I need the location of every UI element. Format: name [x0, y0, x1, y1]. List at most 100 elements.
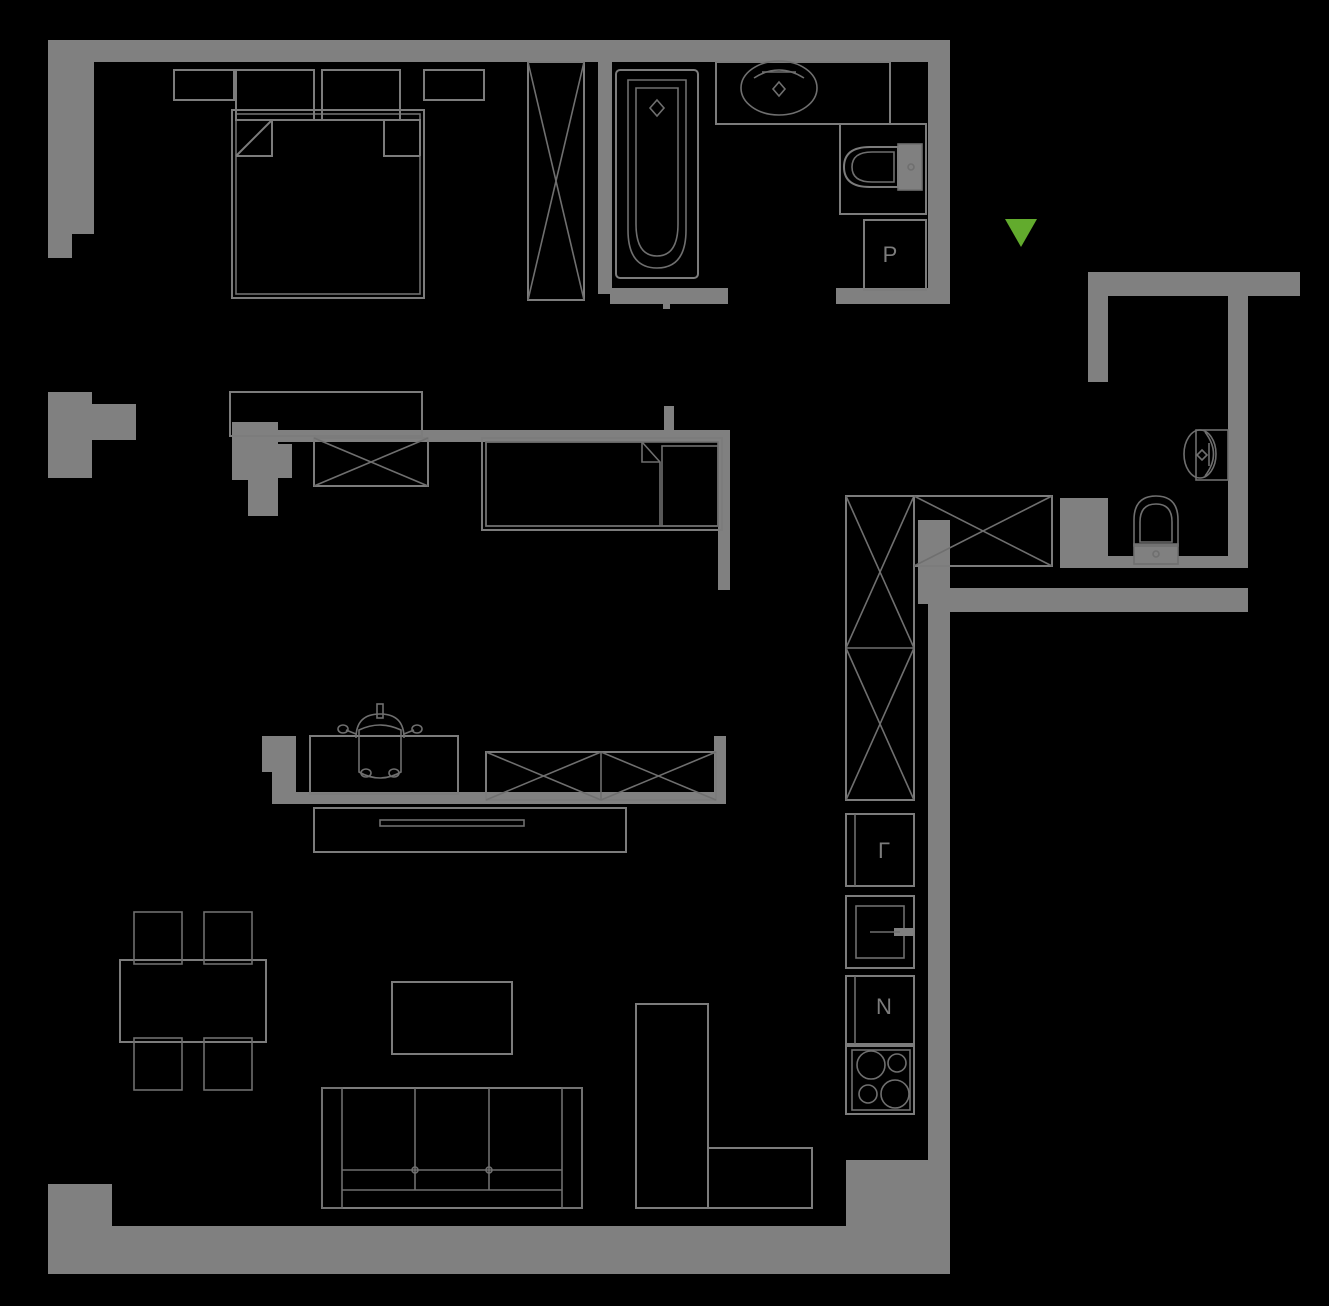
dining-chair-1	[133, 911, 183, 965]
kitchen-cabinet-upper-body	[913, 495, 1053, 567]
dining-chair-2	[203, 911, 253, 965]
coffee-table	[391, 981, 513, 1055]
dishwasher-label: N	[876, 994, 892, 1019]
wardrobe-x2	[527, 61, 585, 301]
washbasin-back	[753, 69, 805, 79]
cooktop-burner-2	[887, 1053, 907, 1073]
toilet-alcove	[839, 123, 927, 215]
bedroom-two-wardrobe-x2	[313, 437, 429, 487]
wall-stub-study	[262, 736, 296, 792]
single-bed-pillow	[661, 445, 719, 527]
wall-bedroom2-jamb	[664, 406, 674, 430]
wall-stub-left-mid	[48, 392, 136, 478]
study-wardrobe-x2	[485, 751, 602, 801]
wall-wc-top	[1088, 272, 1300, 296]
wall-bathroom-partition	[598, 62, 612, 294]
wall-door-jamb-bath	[836, 290, 841, 304]
wall-bedroom2-right	[718, 430, 730, 590]
wc-toilet	[1133, 495, 1179, 565]
wall-bath-bottom-right	[836, 288, 950, 304]
refrigerator-label: Г	[878, 838, 890, 863]
wc-toilet-seat	[1139, 503, 1173, 543]
toilet-bowl	[842, 146, 899, 188]
wc-washbasin-back	[1204, 431, 1215, 477]
wall-left-upper-inner	[72, 62, 94, 234]
office-chair-headrest	[376, 703, 384, 719]
cooktop-burner-4	[880, 1079, 910, 1109]
dishwasher: N	[845, 975, 915, 1045]
kitchen-cabinet-upper	[913, 495, 1053, 567]
washbasin	[715, 60, 891, 125]
wall-right-upper	[928, 62, 950, 290]
sofa-tuft-2	[485, 1166, 493, 1174]
kitchen-sink-faucet-head	[894, 928, 914, 936]
bathtub-outer	[615, 69, 699, 279]
toilet-master	[839, 123, 927, 215]
washbasin-bowl	[740, 60, 818, 116]
wall-group	[48, 40, 1300, 1274]
wall-left-upper	[48, 62, 72, 258]
toilet-flush-icon	[907, 163, 915, 171]
sofa-arm-left	[321, 1087, 343, 1209]
nightstand-left	[173, 69, 235, 101]
bathtub-basin	[627, 79, 687, 269]
office-chair-wheel-2	[411, 724, 423, 734]
kitchen-cabinet-tall-x4	[845, 647, 915, 801]
cooktop-burner-3	[858, 1084, 878, 1104]
sofa-tuft-1	[411, 1166, 419, 1174]
bed-mattress	[231, 109, 425, 299]
pillow-right	[321, 69, 401, 121]
wc-toilet-cistern	[1134, 544, 1178, 564]
pillow-left	[235, 69, 315, 121]
single-bed	[481, 437, 723, 531]
bedroom-two-wardrobe-body	[313, 437, 429, 487]
office-chair-back	[355, 713, 405, 739]
nightstand-right	[423, 69, 485, 101]
wall-wc-left-upper	[1088, 272, 1108, 382]
wc-washbasin-bowl	[1183, 429, 1217, 479]
bathtub	[615, 69, 699, 279]
sofa	[321, 1087, 583, 1209]
desk	[309, 735, 459, 795]
washing-machine-label: P	[883, 242, 898, 267]
office-chair-wheel-1	[337, 724, 349, 734]
dining-set	[119, 911, 267, 1091]
wardrobe-body	[527, 61, 585, 301]
cooktop-body	[845, 1045, 915, 1115]
single-bed-fold	[641, 442, 660, 463]
dining-table	[119, 959, 267, 1043]
cooktop-frame	[851, 1049, 911, 1111]
refrigerator: Г	[845, 813, 915, 887]
cooktop-burner-1	[856, 1050, 886, 1080]
bed-fold-left	[236, 120, 273, 157]
study-shelf-detail	[379, 819, 525, 827]
wc-toilet-flush-icon	[1152, 550, 1160, 558]
kitchen-cabinet-tall-x2	[845, 495, 915, 649]
dishwasher-body	[845, 975, 915, 1045]
office-chair-wheel-4	[388, 768, 400, 778]
wc-washbasin	[1183, 429, 1229, 481]
wall-top	[48, 40, 950, 62]
wall-wc-right	[1228, 272, 1248, 568]
office-chair-wheel-3	[360, 768, 372, 778]
vanity-counter	[715, 61, 891, 125]
office-chair	[337, 703, 423, 779]
washbasin-drain-icon	[771, 80, 787, 98]
wall-kitchen-corner	[918, 566, 950, 592]
kitchen-cabinet-upper-x2	[913, 495, 1053, 567]
media-cabinet	[635, 1003, 813, 1209]
media-cabinet-low	[707, 1147, 813, 1209]
bed-fold-right	[383, 120, 420, 157]
bathtub-basin-inner	[635, 87, 679, 257]
study-wardrobe-x4	[600, 751, 717, 801]
single-bed-mattress	[481, 437, 723, 531]
study-shelf	[313, 807, 627, 853]
entrance-marker-triangle-down-icon[interactable]	[1005, 219, 1037, 247]
dining-chair-3	[133, 1037, 183, 1091]
single-bed-blanket	[485, 441, 661, 527]
study-wardrobe	[485, 751, 717, 801]
wall-kitchen-right	[928, 520, 950, 1160]
bathtub-drain-icon	[648, 98, 666, 118]
wall-kitchen-nook	[918, 520, 950, 568]
